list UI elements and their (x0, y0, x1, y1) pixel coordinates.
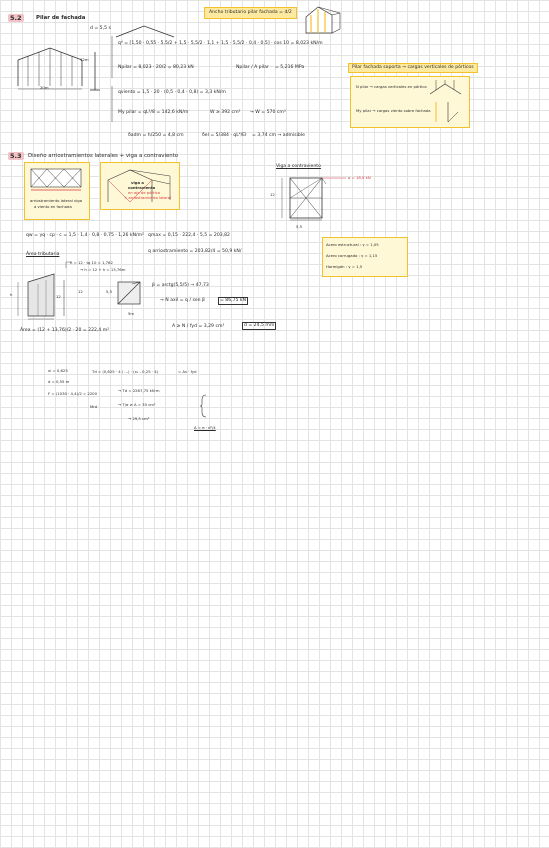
area-tributaria-label: Área tributaria (26, 252, 60, 257)
eq-n-axil-result: = 86,75 kN (218, 297, 249, 305)
note-n-pilar: N pilar → cargas verticales en pórtico (356, 84, 427, 89)
coef-acero-estructural: Acero estructural : γ = 1,05 (326, 242, 379, 247)
eq-a-area: A ≥ N / fyd = 3,29 cm² (172, 324, 225, 329)
viga-contraviento-title: Viga a contraviento (276, 164, 321, 169)
caption-arriostramiento-lateral: + arriostramiento lateral (124, 195, 172, 200)
image-box-contraviento (100, 162, 180, 210)
bracing-sketch (30, 168, 82, 191)
roof-load-sketch (429, 80, 462, 123)
building-3d-sketch (305, 6, 341, 34)
eq-td-eq: = As · fyd (178, 369, 197, 374)
ancho-tributario-note: Ancho tributario pilar fachada = d/2 (204, 7, 297, 19)
eq-area: Área = (12 + 13,76)/2 · 20 = 222,4 m² (20, 328, 110, 333)
caption-eje-portico: en eje de pórtico (128, 190, 161, 195)
bracket-left-2 (111, 86, 113, 122)
eq-my-pilar: My pilar = qL²/8 = 142,6 kN/m (118, 110, 189, 115)
caption-arriostramiento-2: a viento en fachada (34, 204, 72, 209)
caption-arriostramiento-1: arriostramiento lateral viga (30, 198, 83, 203)
h-calc-1: h = 12 · tg 10 = 1,762 (70, 260, 113, 265)
contraviento-3d-sketch (107, 169, 171, 203)
frame-sketch-fachada (17, 47, 83, 90)
dim-12-viga: 12 (270, 192, 275, 197)
eq-npilar: Npilar = 8,023 · 20/2 = 80,23 kN (118, 65, 194, 70)
bracket-left (111, 36, 113, 78)
eq-npilar-result: = 5,216 MPa (275, 65, 305, 70)
note-box-cargas (350, 76, 470, 128)
eq-area-d: A = π · d²/4 (194, 425, 216, 430)
eq-beta: β = arctg(5,5/5) → 47,73 (152, 283, 209, 288)
section-number-5-3: 5.3 (8, 152, 24, 160)
eq-t-sigma: → T/σ ≥ A = 30 cm² (118, 402, 156, 407)
caption-contraviento: contraviento (128, 185, 156, 190)
dim-12-right: 12 (78, 289, 83, 294)
eq-viento: qviento = 1,5 · 20 · (0,5 · 0,4 · 0,8) =… (118, 90, 226, 95)
dim-5-5-viga: 5,5 (296, 224, 303, 229)
roof-sketch (115, 25, 175, 38)
eq-qmax: qmax = 0,15 · 222,4 · 5,5 = 203,82 (148, 233, 230, 238)
eq-flecha-calc: δel = 5/384 · qL⁴/EI (202, 133, 247, 138)
dim-5m: 5m (128, 311, 135, 316)
note-pilar-soporta: Pilar fachada soporta → cargas verticale… (348, 63, 478, 73)
eq-td-val: → Td = 2267,75 kN·m (118, 388, 160, 393)
eq-q-arriostramiento: q arriostramiento = 203,82/4 = 50,9 kN/ (148, 249, 242, 254)
eq-w: W ≥ 392 cm³ (210, 110, 241, 115)
brace-sketch (199, 394, 207, 418)
eq-n-axil: → N axil = q / sen β (160, 298, 205, 303)
section-title-arriostramientos: Diseño arriostramientos laterales + viga… (28, 153, 179, 159)
eq-mrd: Mrd (90, 404, 98, 409)
eq-spacing: d = 5,5 s (90, 26, 111, 31)
eq-w-result: → W = 570 cm³ (250, 110, 286, 115)
eq-flecha-result: = 3,74 cm → admisible (252, 133, 305, 138)
eq-npilar-ratio: Npilar / A pilar (236, 65, 269, 70)
dim-h: h (10, 292, 13, 297)
eq-as: → 29,5 cm² (128, 416, 150, 421)
eq-td: Td = (0,625 · 4 / ...) · (x₁ - 0,25 · 4) (92, 369, 159, 374)
eq-flecha-limite: δadm = h/250 = 4,8 cm (128, 133, 184, 138)
h-calc-2: → h = 12 + h = 13,76m (80, 267, 126, 272)
area-tributaria-sketch (17, 261, 72, 320)
eq-xi: xi = 0,625 (48, 368, 68, 373)
force-diagonal-sketch (117, 281, 141, 305)
column-sketch (90, 52, 100, 91)
eq-f: F = (1030 · 4,4)/2 = 2200 (48, 391, 98, 396)
eq-qd: qᵈ = [1,50 · 0,55 · 5,5/2 + 1,5 · 5,5/2 … (118, 41, 323, 46)
section-number-5-2: 5.2 (8, 14, 24, 22)
coef-hormigon: Hormigón : γ = 1,5 (326, 264, 363, 269)
coef-acero-corrugado: Acero corrugado : γ = 1,15 (326, 253, 378, 258)
viga-contraviento-sketch (281, 177, 346, 221)
eq-d-result: d = 24,5 mm (242, 322, 277, 330)
eq-d: d = 0,55 m (48, 379, 70, 384)
note-m-pilar: My pilar → cargas viento sobre fachada (356, 108, 431, 113)
eq-qw: qw = γq · cp · c = 1,5 · 1,4 · 0,8 · 0,7… (26, 233, 144, 238)
dim-5-5-force: 5,5 (106, 289, 113, 294)
dim-20m: 20m (40, 85, 49, 90)
coef-seguridad-box (322, 237, 408, 277)
dim-12m: 12m (80, 57, 89, 62)
dim-12b: 12 (56, 294, 61, 299)
caption-viga-a: viga a (131, 180, 144, 185)
q-label: q = 18,9 kN (348, 175, 371, 180)
section-title-pilar-fachada: Pilar de fachada (36, 15, 86, 21)
